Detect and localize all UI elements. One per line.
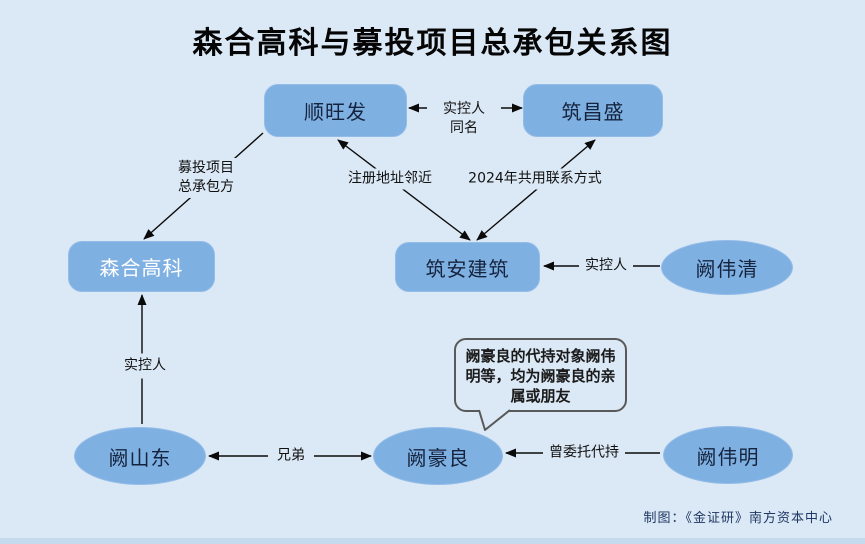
node-quehaoliang-label: 阙豪良: [406, 445, 470, 470]
node-queweiqing-label: 阙伟清: [695, 257, 759, 281]
edge-label-controller-senhe: 实控人: [118, 353, 172, 379]
node-queshandong-label: 阙山东: [108, 445, 172, 470]
callout-bubble: 阙豪良的代持对象阙伟明等，均为阙豪良的亲属或朋友: [454, 338, 627, 412]
arrow-shared-contact: [476, 139, 596, 241]
callout-text: 阙豪良的代持对象阙伟明等，均为阙豪良的亲属或朋友: [465, 347, 616, 405]
node-zhuchangsheng: 筑昌盛: [523, 84, 663, 137]
node-zhuananjianzhu-label: 筑安建筑: [425, 256, 510, 281]
edge-label-controller-zhuan: 实控人: [579, 255, 633, 277]
node-shunwangfa-label: 顺旺发: [304, 100, 367, 124]
edge-label-entrusted-holding: 曾委托代持: [543, 442, 625, 464]
node-queshandong: 阙山东: [74, 427, 206, 485]
node-zhuananjianzhu: 筑安建筑: [395, 242, 540, 292]
edge-label-shared-contact: 2024年共用联系方式: [462, 168, 608, 190]
callout-tail: [478, 409, 511, 431]
edge-label-fundraising-contractor: 募投项目总承包方: [171, 158, 241, 198]
node-queweiqing: 阙伟清: [661, 240, 793, 295]
node-senhegaoke: 森合高科: [68, 241, 215, 292]
arrow-registered-address: [337, 139, 471, 241]
node-zhuchangsheng-label: 筑昌盛: [561, 100, 625, 124]
bottom-strip: [0, 538, 865, 544]
node-senhegaoke-label: 森合高科: [99, 256, 184, 280]
node-queweiming-label: 阙伟明: [696, 444, 760, 469]
credit-line: 制图：《金证研》南方资本中心: [643, 511, 833, 526]
edge-label-brothers: 兄弟: [268, 445, 314, 467]
node-quehaoliang: 阙豪良: [373, 427, 503, 485]
edge-label-same-controller-name: 实控人同名: [427, 99, 501, 139]
diagram-title: 森合高科与募投项目总承包关系图: [192, 26, 673, 61]
node-shunwangfa: 顺旺发: [264, 84, 407, 137]
node-queweiming: 阙伟明: [663, 426, 793, 484]
edge-label-registered-address: 注册地址邻近: [342, 168, 438, 190]
